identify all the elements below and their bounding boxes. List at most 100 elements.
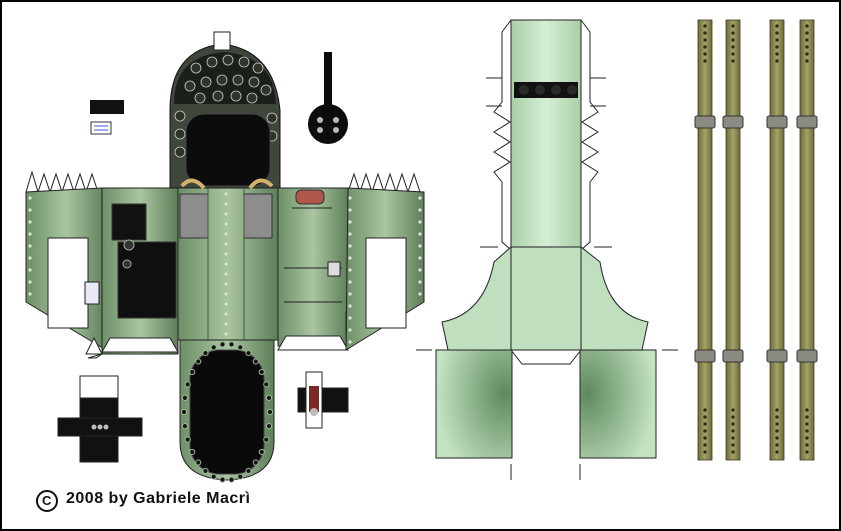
dial (248, 76, 260, 88)
rivet-hole (184, 381, 191, 388)
strap (796, 19, 818, 461)
rivet-hole (219, 341, 226, 348)
strap-hole (703, 52, 707, 56)
strap-buckle (796, 349, 818, 363)
strap-buckle (766, 349, 788, 363)
rivet-hole (237, 344, 244, 351)
cockpit-sheet (25, 31, 425, 483)
rivet (348, 340, 352, 344)
strap-buckle (722, 115, 744, 129)
strap-hole (731, 443, 735, 447)
strap (722, 19, 744, 461)
strap-hole (775, 415, 779, 419)
strap-hole (805, 38, 809, 42)
strap-hole (731, 38, 735, 42)
rivet (28, 280, 32, 284)
strap-hole (805, 436, 809, 440)
rivet (224, 242, 228, 246)
strap-hole (703, 408, 707, 412)
strap-buckle (722, 349, 744, 363)
strap-hole (805, 443, 809, 447)
strap-hole (775, 436, 779, 440)
rivet-hole (181, 423, 189, 430)
strap-band (769, 19, 785, 461)
rivet (28, 292, 32, 296)
rivet-hole (202, 467, 209, 474)
dial (266, 112, 278, 124)
rivet (28, 256, 32, 260)
strap-hole (775, 59, 779, 63)
rivet-hole (245, 467, 252, 474)
rivet-hole (265, 394, 273, 401)
strap-hole (775, 443, 779, 447)
control-stick (308, 52, 348, 144)
rivet (28, 220, 32, 224)
dial (238, 56, 250, 68)
rivet-hole (245, 350, 252, 357)
rivet-hole (266, 408, 274, 416)
rivet (224, 292, 228, 296)
rivet (418, 280, 422, 284)
strap-hole (775, 408, 779, 412)
left-side-panel (25, 170, 108, 351)
strap-hole (775, 422, 779, 426)
strap-hole (703, 45, 707, 49)
rivet-hole (252, 459, 259, 466)
strap-hole (775, 31, 779, 35)
strap-buckle (694, 115, 716, 129)
seat-straps (694, 19, 818, 461)
rivet (28, 196, 32, 200)
placard (84, 281, 100, 305)
rivet-hole (210, 473, 217, 480)
rivet-hole (258, 448, 265, 456)
strap-hole (731, 408, 735, 412)
dial (216, 74, 228, 86)
rivet-hole (263, 381, 270, 388)
rivet (224, 192, 228, 196)
dial (194, 92, 206, 104)
strap-hole (775, 450, 779, 454)
rivet-hole (180, 408, 188, 416)
strap-hole (731, 422, 735, 426)
strap-hole (805, 45, 809, 49)
strap-hole (703, 38, 707, 42)
left-instrument-panel (84, 187, 179, 359)
strap-buckle (766, 115, 788, 129)
rivet (348, 328, 352, 332)
strap-hole (703, 24, 707, 28)
rivet-hole (252, 358, 259, 365)
floor-tube-piece (416, 19, 678, 480)
strap-hole (805, 31, 809, 35)
dial (260, 84, 272, 96)
rivet-hole (181, 394, 189, 401)
dial (190, 62, 202, 74)
dial (232, 74, 244, 86)
rivet (224, 202, 228, 206)
rivet (224, 302, 228, 306)
strap-hole (703, 450, 707, 454)
rivet (224, 322, 228, 326)
rivet (348, 208, 352, 212)
rivet (28, 208, 32, 212)
rivet (224, 272, 228, 276)
rivet-hole (228, 476, 235, 483)
copyright-text: 2008 by Gabriele Macrì (66, 490, 251, 507)
right-instrument-panel (277, 187, 362, 351)
strap-hole (805, 24, 809, 28)
rivet (348, 220, 352, 224)
strap-hole (703, 415, 707, 419)
rivet (418, 208, 422, 212)
strap-hole (775, 38, 779, 42)
strap (766, 19, 788, 461)
dial (212, 90, 224, 102)
strap-hole (731, 52, 735, 56)
rivet (224, 232, 228, 236)
rudder-pedal-right (243, 193, 273, 239)
rivet-hole (189, 368, 196, 376)
rivet-hole (237, 473, 244, 480)
rivet-hole (263, 436, 270, 443)
rivet (418, 244, 422, 248)
strap-hole (731, 450, 735, 454)
rivet (418, 256, 422, 260)
